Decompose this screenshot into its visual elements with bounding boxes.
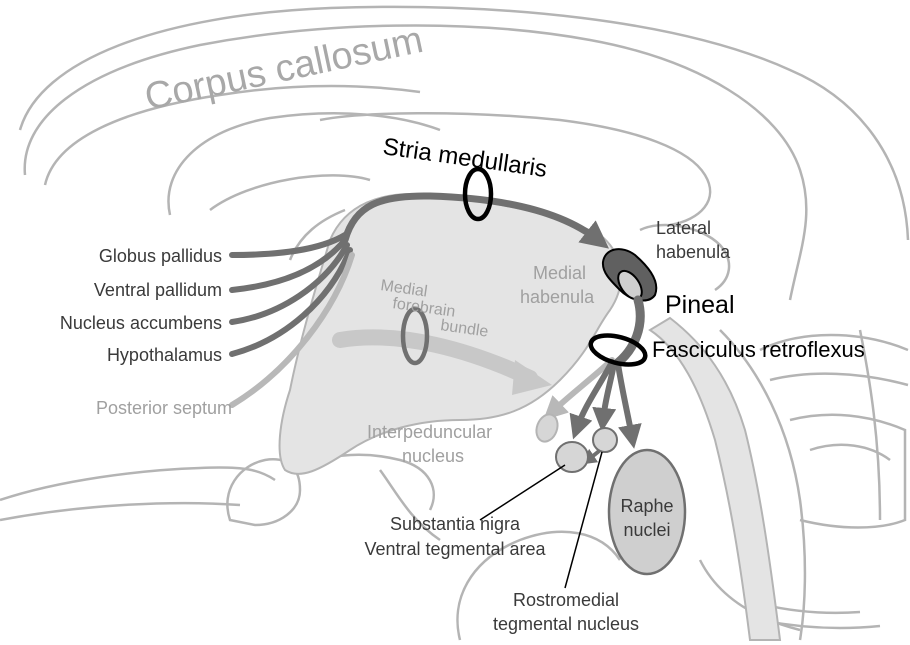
substantia-nigra-label: Substantia nigra	[390, 514, 521, 534]
cerebellum-fold-2	[790, 415, 905, 528]
medial-habenula-label-line1: Medial	[533, 263, 586, 283]
raphe-label-line1: Raphe	[620, 496, 673, 516]
ventral-outline	[0, 503, 240, 520]
medial-habenula-label-line2: habenula	[520, 287, 595, 307]
ventral-pallidum-label: Ventral pallidum	[94, 280, 222, 300]
pineal-label: Pineal	[665, 291, 735, 319]
fasciculus-retroflexus-label: Fasciculus retroflexus	[652, 337, 865, 362]
rmtg-label-line2: tegmental nucleus	[493, 614, 639, 634]
fornix-line	[210, 175, 370, 210]
hypothalamus-label: Hypothalamus	[107, 345, 222, 365]
corpus-callosum-label: Corpus callosum	[141, 19, 427, 119]
rmtg-label-line1: Rostromedial	[513, 590, 619, 610]
posterior-septum-label: Posterior septum	[96, 398, 232, 418]
lateral-habenula-label-line1: Lateral	[656, 218, 711, 238]
cerebellum-fold-1	[770, 374, 908, 385]
leader-line-vta	[480, 465, 565, 520]
interpeduncular-nucleus-shape	[533, 411, 561, 444]
rmtg-nucleus-shape	[593, 428, 617, 452]
globus-pallidus-label: Globus pallidus	[99, 246, 222, 266]
stria-medullaris-label: Stria medullaris	[381, 133, 549, 183]
output-to-raphe	[618, 364, 632, 437]
nucleus-accumbens-label: Nucleus accumbens	[60, 313, 222, 333]
fasciculus-retroflexus-tract	[615, 300, 640, 365]
interpeduncular-label-line1: Interpeduncular	[367, 422, 492, 442]
lateral-habenula-label-line2: habenula	[656, 242, 731, 262]
rmtg-to-vta	[587, 450, 600, 460]
raphe-label-line2: nuclei	[623, 520, 670, 540]
interpeduncular-label-line2: nucleus	[402, 446, 464, 466]
vta-label: Ventral tegmental area	[364, 539, 546, 559]
